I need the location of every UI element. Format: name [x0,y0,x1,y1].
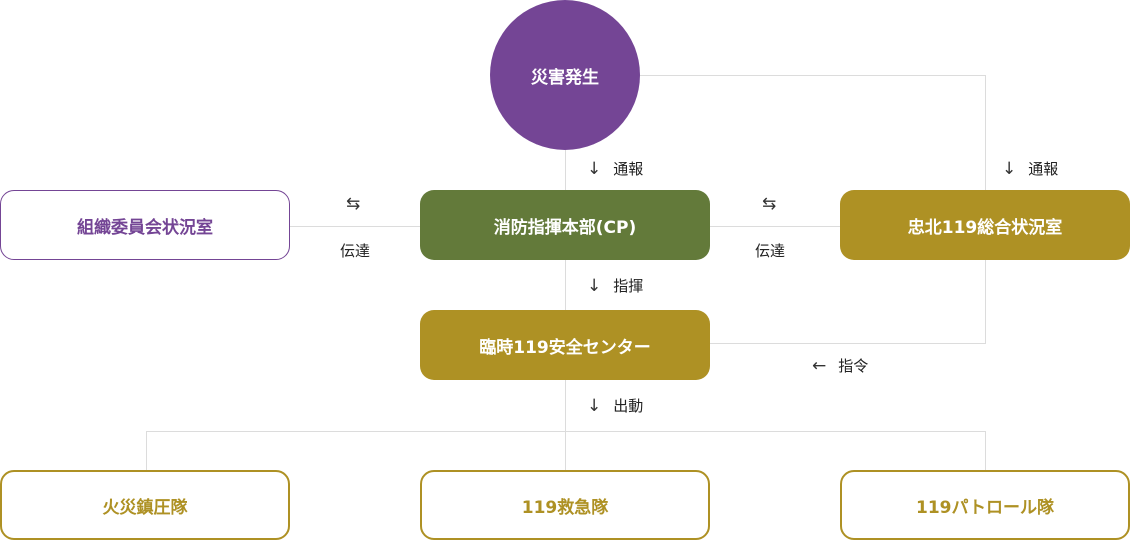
edge-relay-left-icon-wrap: ⇆ [346,194,360,214]
node-disaster: 災害発生 [490,0,640,150]
edge-dispatch: ↓ 出動 [587,395,643,416]
line-cp-to-chungbuk [710,226,840,227]
node-patrol-team: 119パトロール隊 [840,470,1130,540]
arrow-down-icon: ↓ [1002,158,1017,179]
node-disaster-label: 災害発生 [531,67,599,88]
line-chungbuk-to-center-v [985,260,986,343]
node-temp-center: 臨時119安全センター [420,310,710,380]
node-ems-team: 119救急隊 [420,470,710,540]
line-cp-to-center [565,260,566,310]
bidirectional-arrow-icon: ⇆ [762,194,777,214]
edge-report-right: ↓ 通報 [1002,158,1058,179]
node-command-hq-label: 消防指揮本部(CP) [493,217,637,238]
node-command-hq: 消防指揮本部(CP) [420,190,710,260]
line-disaster-to-chungbuk-v [985,75,986,190]
line-chungbuk-to-center-h [710,343,986,344]
line-branch-h [146,431,986,432]
node-fire-team: 火災鎮圧隊 [0,470,290,540]
edge-command-text: 指揮 [613,277,644,295]
node-ems-team-label: 119救急隊 [521,497,609,518]
edge-relay-right-icon-wrap: ⇆ [762,194,776,214]
line-branch-center [565,431,566,471]
node-temp-center-label: 臨時119安全センター [479,337,651,358]
edge-report-center-text: 通報 [613,160,644,178]
line-disaster-to-chungbuk-h [640,75,986,76]
bidirectional-arrow-icon: ⇆ [346,194,361,214]
edge-order-text: 指令 [838,357,869,375]
edge-report-right-text: 通報 [1028,160,1059,178]
edge-relay-right: 伝達 [755,240,785,261]
line-center-down [565,380,566,431]
edge-order: ← 指令 [812,355,868,376]
node-org-committee: 組織委員会状況室 [0,190,290,260]
arrow-down-icon: ↓ [587,395,602,416]
arrow-down-icon: ↓ [587,275,602,296]
node-chungbuk: 忠北119総合状況室 [840,190,1130,260]
arrow-left-icon: ← [812,355,827,376]
edge-relay-right-text: 伝達 [755,242,786,260]
edge-report-center: ↓ 通報 [587,158,643,179]
line-org-to-cp [290,226,420,227]
edge-relay-left: 伝達 [340,240,370,261]
edge-command: ↓ 指揮 [587,275,643,296]
node-patrol-team-label: 119パトロール隊 [916,497,1054,518]
edge-dispatch-text: 出動 [613,397,644,415]
line-branch-right [985,431,986,471]
node-org-committee-label: 組織委員会状況室 [77,217,213,238]
arrow-down-icon: ↓ [587,158,602,179]
node-fire-team-label: 火災鎮圧隊 [102,497,188,518]
line-disaster-to-cp [565,150,566,190]
edge-relay-left-text: 伝達 [340,242,371,260]
line-branch-left [146,431,147,471]
node-chungbuk-label: 忠北119総合状況室 [907,217,1063,238]
